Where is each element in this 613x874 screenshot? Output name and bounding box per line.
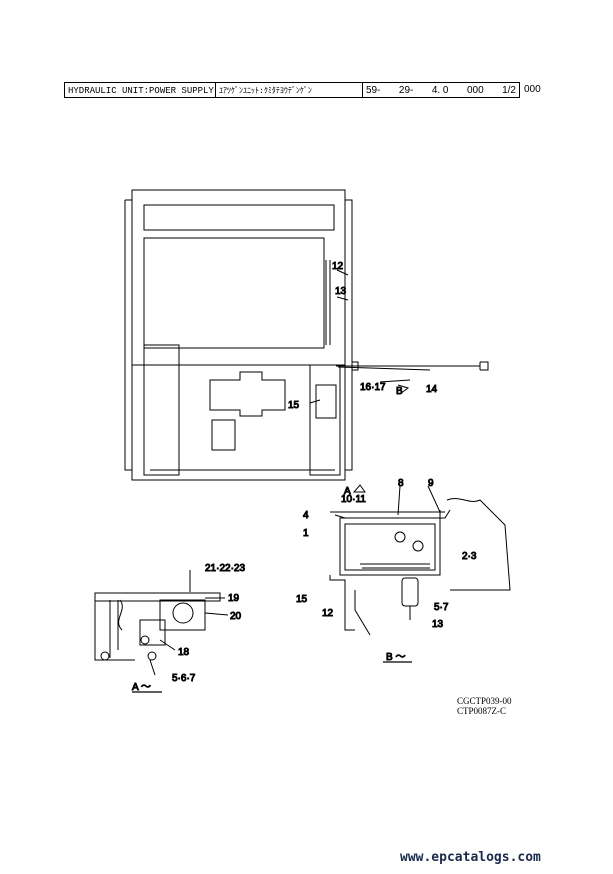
callout-10-11: 10·11 bbox=[341, 494, 366, 505]
callout-9: 9 bbox=[428, 478, 434, 489]
watermark: www.epcatalogs.com bbox=[400, 850, 541, 865]
callout-13: 13 bbox=[335, 286, 347, 297]
view-b-detail bbox=[329, 485, 511, 636]
callout-5-7: 5·7 bbox=[434, 602, 449, 613]
ref-code: CGCTP039-00 bbox=[457, 696, 512, 706]
code-part: 59- bbox=[366, 85, 381, 96]
callout-20: 20 bbox=[230, 611, 242, 622]
ref-code: CTP0087Z-C bbox=[457, 706, 507, 716]
callout-19: 19 bbox=[228, 593, 240, 604]
view-a-label: A ～ bbox=[132, 682, 151, 693]
callout-4: 4 bbox=[303, 510, 309, 521]
view-a-detail bbox=[94, 570, 229, 676]
main-frame-view bbox=[124, 189, 489, 493]
callout-5-6-7: 5·6·7 bbox=[172, 673, 196, 684]
callout-18: 18 bbox=[178, 647, 190, 658]
view-b-marker: B bbox=[396, 386, 403, 397]
callout-15b: 15 bbox=[296, 594, 308, 605]
title-english: HYDRAULIC UNIT:POWER SUPPLY FO bbox=[64, 82, 215, 98]
callout-2-3: 2·3 bbox=[462, 551, 477, 562]
part-code: 59- 29- 4. 0 000 1/2 bbox=[362, 82, 520, 98]
code-suffix: 000 bbox=[524, 84, 541, 95]
callout-21-22-23: 21·22·23 bbox=[205, 563, 245, 574]
callout-13b: 13 bbox=[432, 619, 444, 630]
callout-14: 14 bbox=[426, 384, 438, 395]
callout-12: 12 bbox=[332, 261, 344, 272]
callout-12b: 12 bbox=[322, 608, 334, 619]
view-b-label: B ～ bbox=[386, 652, 405, 663]
title-block: HYDRAULIC UNIT:POWER SUPPLY FO ﾕｱﾂｹﾞﾝﾕﾆｯ… bbox=[64, 82, 541, 98]
callout-8: 8 bbox=[398, 478, 404, 489]
drawing-references: CGCTP039-00 CTP0087Z-C bbox=[457, 696, 512, 716]
callout-1: 1 bbox=[303, 528, 309, 539]
callout-15: 15 bbox=[288, 400, 300, 411]
view-a-marker: A bbox=[344, 486, 351, 497]
code-part: 1/2 bbox=[502, 85, 516, 96]
code-part: 29- bbox=[398, 85, 414, 96]
title-japanese: ﾕｱﾂｹﾞﾝﾕﾆｯﾄ:ｸﾐﾀﾃﾖｳﾃﾞﾝｹﾞﾝ bbox=[215, 82, 362, 98]
code-part: 000 bbox=[466, 85, 484, 96]
callout-16-17: 16·17 bbox=[360, 382, 386, 393]
code-part: 4. 0 bbox=[431, 85, 449, 96]
